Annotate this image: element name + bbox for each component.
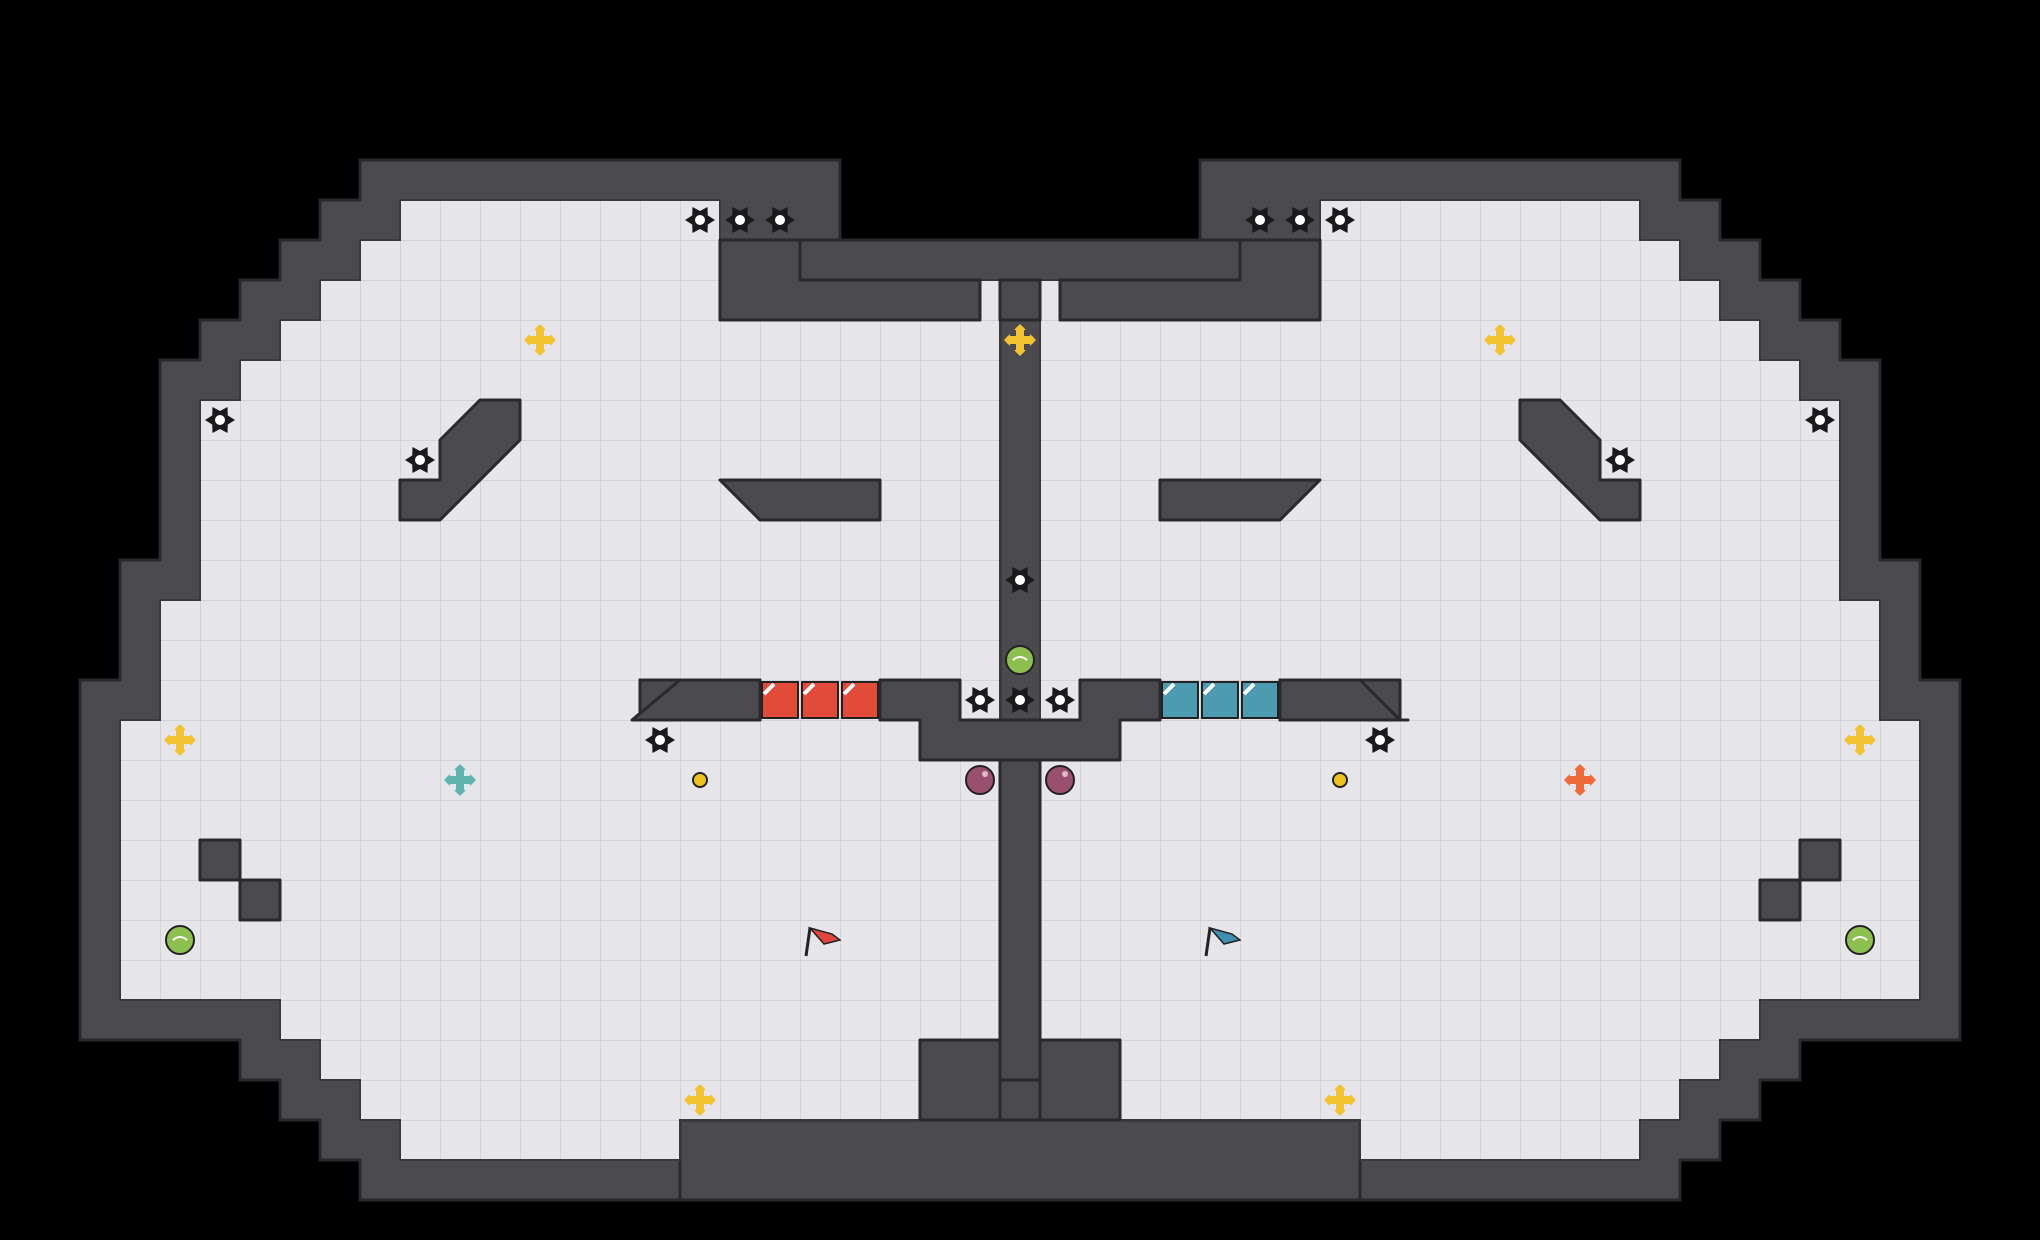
spike-icon xyxy=(725,207,755,233)
boost-icon xyxy=(1004,324,1036,356)
map-entities xyxy=(164,207,1876,1116)
spike-icon xyxy=(1245,207,1275,233)
center-cup xyxy=(878,678,1162,762)
gate-tile xyxy=(1201,681,1239,719)
spike-icon xyxy=(765,207,795,233)
top-right-ledge xyxy=(1058,238,1322,322)
powerup-icon xyxy=(1005,645,1035,675)
map-floor xyxy=(119,199,1921,1161)
left-block-b xyxy=(238,878,282,922)
boost-icon xyxy=(524,324,556,356)
left-ramp xyxy=(630,678,762,722)
boost-icon xyxy=(1324,1084,1356,1116)
wall-bottom-bridge xyxy=(678,1118,1362,1202)
spike-icon xyxy=(205,407,235,433)
gate-tile xyxy=(801,681,839,719)
spike-icon xyxy=(965,687,995,713)
right-diagonal xyxy=(1518,398,1642,522)
gate-tile xyxy=(841,681,879,719)
right-block-b xyxy=(1758,878,1802,922)
boost-icon xyxy=(1844,724,1876,756)
button-icon xyxy=(1332,772,1348,788)
spike-icon xyxy=(1045,687,1075,713)
bomb-icon xyxy=(1045,765,1075,795)
left-slab xyxy=(718,478,882,522)
spike-icon xyxy=(1365,727,1395,753)
powerup-icon xyxy=(1845,925,1875,955)
boost-icon xyxy=(164,724,196,756)
boost-icon xyxy=(1564,764,1596,796)
left-diagonal xyxy=(398,398,522,522)
top-left-ledge xyxy=(718,238,982,322)
spike-icon xyxy=(1005,567,1035,593)
spike-icon xyxy=(1325,207,1355,233)
boost-icon xyxy=(444,764,476,796)
floor-left xyxy=(119,199,1001,1161)
inner-walls xyxy=(198,238,1842,1122)
spike-icon xyxy=(1605,447,1635,473)
powerup-icon xyxy=(165,925,195,955)
flag-icon xyxy=(804,926,842,957)
spike-icon xyxy=(645,727,675,753)
left-block-a xyxy=(198,838,242,882)
gate-tile xyxy=(761,681,799,719)
spike-icon xyxy=(685,207,715,233)
spike-icon xyxy=(1285,207,1315,233)
gate-tile xyxy=(1161,681,1199,719)
button-icon xyxy=(692,772,708,788)
bottom-right-corner xyxy=(1038,1038,1122,1122)
gate-tile xyxy=(1241,681,1279,719)
bottom-left-corner xyxy=(918,1038,1002,1122)
right-block-a xyxy=(1798,838,1842,882)
right-slab xyxy=(1158,478,1322,522)
spike-icon xyxy=(405,447,435,473)
floor-right xyxy=(1039,199,1921,1161)
flag-icon xyxy=(1204,926,1242,957)
bomb-icon xyxy=(965,765,995,795)
boost-icon xyxy=(684,1084,716,1116)
boost-icon xyxy=(1484,324,1516,356)
center-spine xyxy=(998,758,1042,1082)
right-ramp xyxy=(1278,678,1410,722)
top-center-nub xyxy=(998,278,1042,322)
spike-icon xyxy=(1805,407,1835,433)
spike-icon xyxy=(1005,687,1035,713)
